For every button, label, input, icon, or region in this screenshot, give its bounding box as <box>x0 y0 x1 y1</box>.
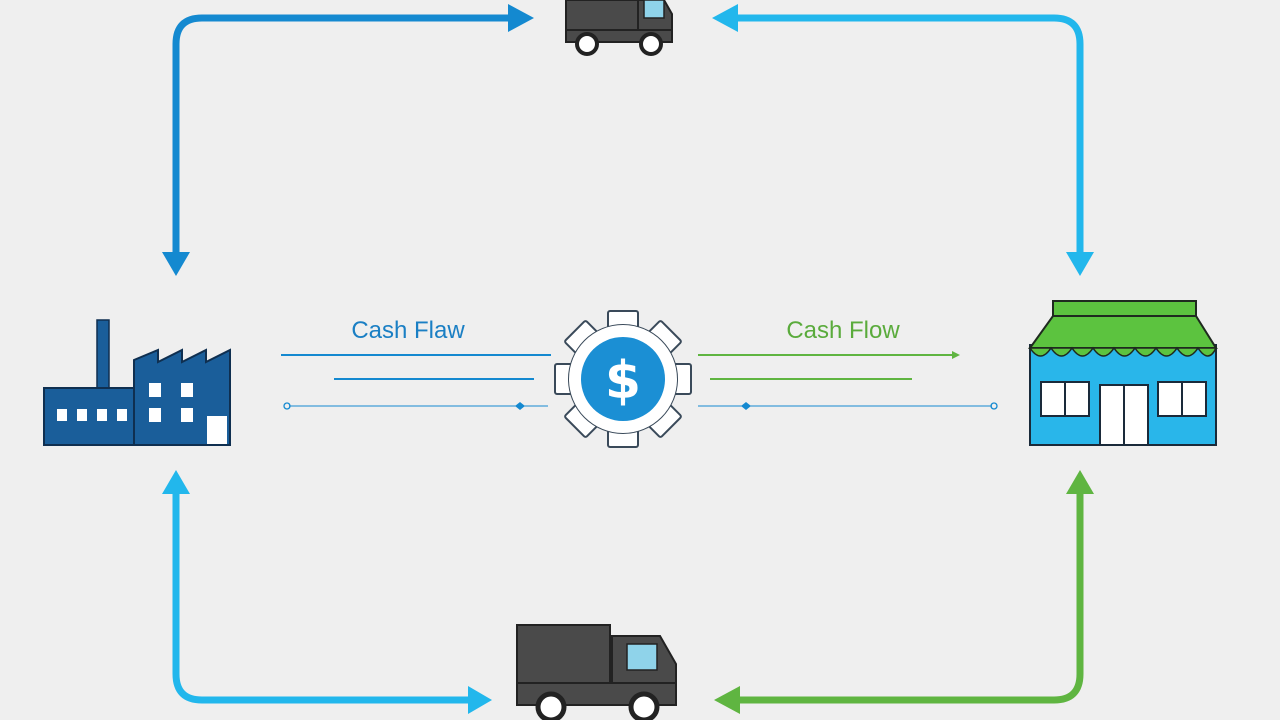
arrow-factory-bottom-truck <box>162 470 492 714</box>
right-flow-lines <box>698 351 998 410</box>
delivery-truck-icon <box>516 624 677 720</box>
factory-icon <box>43 319 231 446</box>
arrow-bottom-truck-store <box>714 470 1094 714</box>
cash-flow-label-right: Cash Flow <box>786 317 900 344</box>
delivery-truck-icon <box>565 0 673 56</box>
cash-flow-label-left: Cash Flaw <box>351 317 465 344</box>
arrow-top-truck-store <box>712 4 1094 276</box>
arrow-factory-top-truck <box>162 4 534 276</box>
svg-text:$: $ <box>605 351 641 411</box>
gear-dollar-icon: $ <box>554 310 692 448</box>
left-flow-lines <box>281 354 551 410</box>
store-icon <box>1028 300 1218 446</box>
